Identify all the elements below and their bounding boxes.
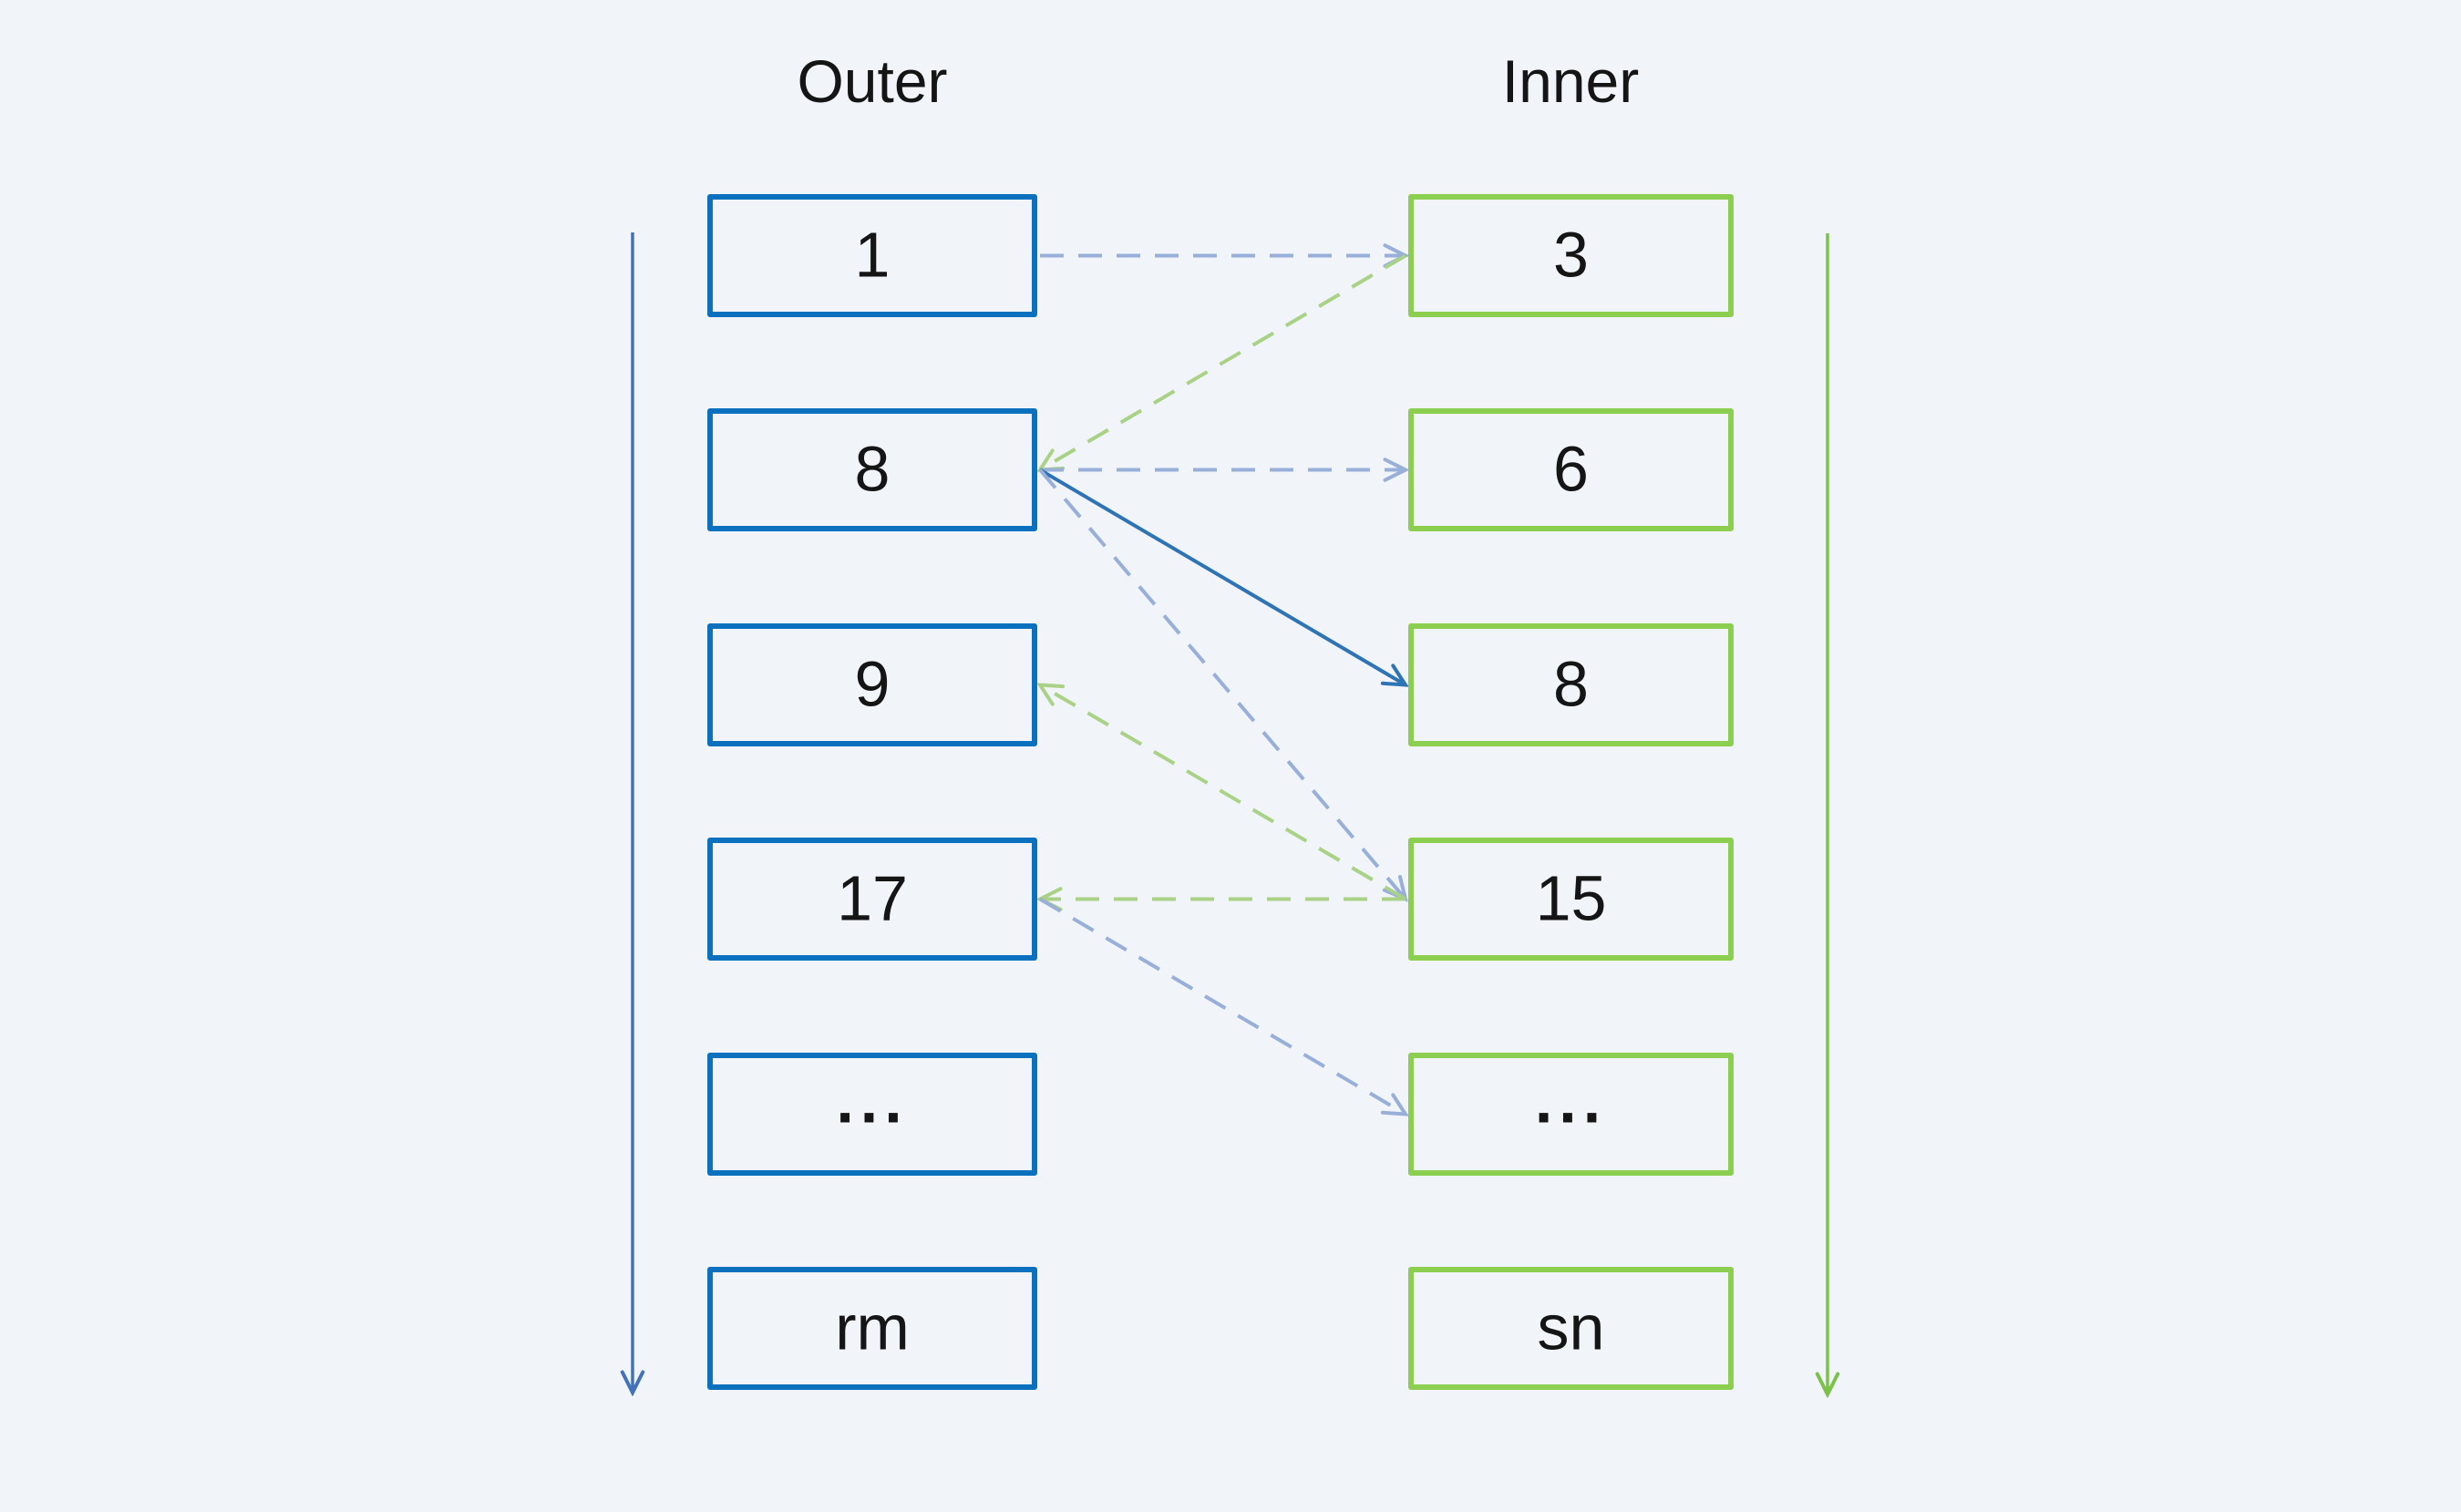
outer-box-value: 8 bbox=[854, 433, 891, 505]
inner-box-value: 6 bbox=[1553, 433, 1589, 505]
inner-box-value: 15 bbox=[1535, 862, 1607, 934]
connector-inner-r4-to-outer-r3 bbox=[1040, 685, 1407, 901]
inner-box-row-2: 6 bbox=[1408, 408, 1734, 531]
outer-box-row-1: 1 bbox=[707, 194, 1037, 317]
outer-box-row-5-ellipsis: ... bbox=[707, 1053, 1037, 1176]
outer-box-row-3: 9 bbox=[707, 623, 1037, 746]
outer-box-row-2: 8 bbox=[707, 408, 1037, 531]
connector-outer-r2-to-inner-r3 bbox=[1038, 468, 1406, 685]
inner-column-title: Inner bbox=[1501, 47, 1640, 115]
outer-box-value: ... bbox=[836, 1065, 909, 1137]
connector-outer-r4-to-inner-r5 bbox=[1038, 897, 1406, 1115]
outer-box-value: 17 bbox=[837, 862, 908, 934]
outer-box-value: 1 bbox=[854, 219, 891, 291]
inner-box-value: ... bbox=[1534, 1065, 1608, 1137]
inner-box-value: 3 bbox=[1553, 219, 1589, 291]
inner-box-row-1: 3 bbox=[1408, 194, 1734, 317]
outer-column-title: Outer bbox=[797, 47, 948, 115]
connector-inner-r1-to-outer-r2 bbox=[1040, 253, 1407, 470]
inner-box-value: 8 bbox=[1553, 648, 1589, 720]
inner-box-row-4: 15 bbox=[1408, 838, 1734, 961]
inner-box-row-5-ellipsis: ... bbox=[1408, 1053, 1734, 1176]
inner-box-row-3: 8 bbox=[1408, 623, 1734, 746]
inner-box-row-6: sn bbox=[1408, 1267, 1734, 1390]
connector-outer-r2-to-inner-r4 bbox=[1038, 468, 1406, 900]
outer-box-value: rm bbox=[835, 1291, 910, 1363]
outer-box-row-4: 17 bbox=[707, 838, 1037, 961]
inner-box-value: sn bbox=[1537, 1291, 1605, 1363]
outer-box-value: 9 bbox=[854, 648, 891, 720]
outer-box-row-6: rm bbox=[707, 1267, 1037, 1390]
